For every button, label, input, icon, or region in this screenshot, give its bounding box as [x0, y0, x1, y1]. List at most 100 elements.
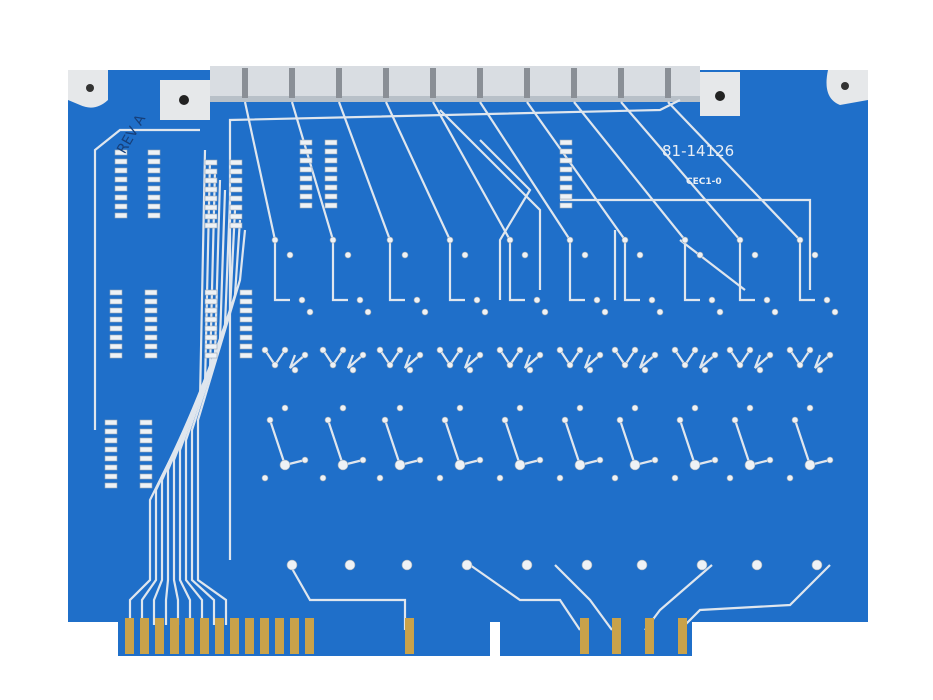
pad — [826, 456, 834, 464]
pad — [521, 559, 533, 571]
pad — [466, 366, 474, 374]
pad — [651, 351, 659, 359]
pad — [593, 296, 601, 304]
pad — [521, 251, 529, 259]
pad — [501, 416, 509, 424]
pad — [329, 361, 337, 369]
pad — [736, 361, 744, 369]
ic-pad — [324, 157, 338, 164]
pad — [711, 351, 719, 359]
trace — [560, 198, 812, 290]
ic-pad — [114, 176, 128, 183]
ic-pad — [324, 202, 338, 209]
trace — [290, 101, 348, 302]
pad — [746, 346, 754, 354]
pad — [576, 404, 584, 412]
trace — [172, 189, 227, 625]
pad — [364, 308, 372, 316]
pad — [811, 251, 819, 259]
connector-pin — [571, 68, 577, 98]
pad — [506, 236, 514, 244]
pad — [386, 361, 394, 369]
pad — [676, 416, 684, 424]
gold-finger — [215, 618, 224, 654]
ic-pad — [204, 334, 218, 341]
pad — [401, 251, 409, 259]
pad — [339, 346, 347, 354]
ic-pad — [559, 157, 573, 164]
ic-pad — [229, 186, 243, 193]
pad — [701, 366, 709, 374]
ic-pad — [559, 184, 573, 191]
pad — [416, 351, 424, 359]
trace — [526, 101, 640, 302]
ic-pad — [114, 149, 128, 156]
pad — [766, 351, 774, 359]
ic-pad — [559, 193, 573, 200]
ic-pad — [109, 343, 123, 350]
pad — [291, 366, 299, 374]
pad — [461, 251, 469, 259]
pad — [621, 236, 629, 244]
pad — [339, 404, 347, 412]
ic-pad — [147, 158, 161, 165]
ic-pad — [104, 428, 118, 435]
pad — [514, 459, 526, 471]
ic-pad — [324, 193, 338, 200]
pad — [541, 308, 549, 316]
ic-pad — [114, 167, 128, 174]
ic-pad — [299, 166, 313, 173]
gold-finger — [125, 618, 134, 654]
pad — [506, 361, 514, 369]
pad — [381, 416, 389, 424]
trace — [439, 109, 542, 290]
ic-pad — [139, 437, 153, 444]
solder-pads — [104, 139, 839, 571]
pad — [691, 346, 699, 354]
ic-pad — [144, 289, 158, 296]
gold-finger — [405, 618, 414, 654]
ic-pad — [147, 185, 161, 192]
pad — [356, 296, 364, 304]
ic-pad — [104, 482, 118, 489]
pad — [731, 416, 739, 424]
pad — [261, 346, 269, 354]
ic-pad — [204, 325, 218, 332]
pad — [766, 456, 774, 464]
pad — [536, 456, 544, 464]
ic-pad — [147, 194, 161, 201]
ic-pad — [147, 212, 161, 219]
pad — [266, 416, 274, 424]
ic-pad — [109, 325, 123, 332]
pad — [456, 404, 464, 412]
pad — [771, 308, 779, 316]
pad — [651, 456, 659, 464]
pad — [804, 459, 816, 471]
ic-pad — [109, 352, 123, 359]
pad — [826, 351, 834, 359]
ic-pad — [147, 149, 161, 156]
pad — [556, 346, 564, 354]
ic-pad — [204, 352, 218, 359]
ic-pad — [324, 175, 338, 182]
connector-pin — [665, 68, 671, 98]
pad — [376, 346, 384, 354]
pad — [671, 346, 679, 354]
pad — [576, 346, 584, 354]
ic-pad — [104, 464, 118, 471]
mounting-hole — [715, 91, 725, 101]
ic-pad — [229, 204, 243, 211]
pad — [446, 236, 454, 244]
gold-finger — [580, 618, 589, 654]
ic-pad — [239, 307, 253, 314]
code-label: CEC1-0 — [686, 177, 722, 187]
pad — [786, 346, 794, 354]
pad — [786, 474, 794, 482]
gold-edge-fingers — [125, 618, 687, 654]
trace — [620, 101, 755, 302]
connector-pin — [289, 68, 295, 98]
trace — [479, 101, 585, 302]
ic-pad — [147, 176, 161, 183]
pad — [616, 416, 624, 424]
